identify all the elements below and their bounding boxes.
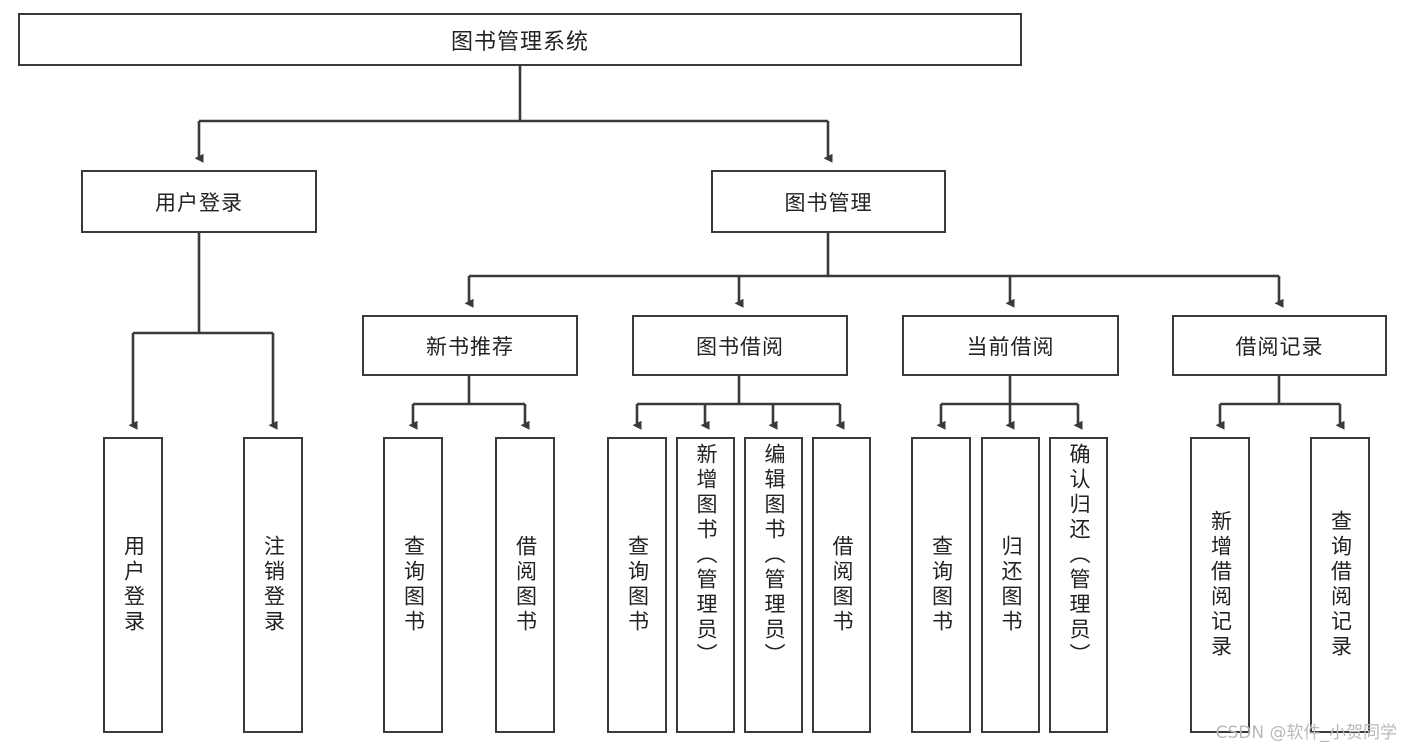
leaf-user-login[interactable]: 用户登录 bbox=[103, 437, 163, 733]
node-book-management[interactable]: 图书管理 bbox=[711, 170, 946, 233]
node-user-login[interactable]: 用户登录 bbox=[81, 170, 317, 233]
leaf-query-book-borrow[interactable]: 查询图书 bbox=[607, 437, 667, 733]
leaf-borrow-book[interactable]: 借阅图书 bbox=[812, 437, 871, 733]
node-current-borrow[interactable]: 当前借阅 bbox=[902, 315, 1119, 376]
leaf-query-book-recommend[interactable]: 查询图书 bbox=[383, 437, 443, 733]
leaf-confirm-return-admin[interactable]: 确认归还（管理员） bbox=[1049, 437, 1108, 733]
leaf-edit-book-admin[interactable]: 编辑图书（管理员） bbox=[744, 437, 803, 733]
leaf-borrow-book-recommend[interactable]: 借阅图书 bbox=[495, 437, 555, 733]
node-root-system[interactable]: 图书管理系统 bbox=[18, 13, 1022, 66]
leaf-logout[interactable]: 注销登录 bbox=[243, 437, 303, 733]
node-new-book-recommend[interactable]: 新书推荐 bbox=[362, 315, 578, 376]
leaf-query-book-current[interactable]: 查询图书 bbox=[911, 437, 971, 733]
leaf-return-book[interactable]: 归还图书 bbox=[981, 437, 1040, 733]
node-borrow-record[interactable]: 借阅记录 bbox=[1172, 315, 1387, 376]
node-book-borrow[interactable]: 图书借阅 bbox=[632, 315, 848, 376]
leaf-query-borrow-record[interactable]: 查询借阅记录 bbox=[1310, 437, 1370, 733]
leaf-add-borrow-record[interactable]: 新增借阅记录 bbox=[1190, 437, 1250, 733]
leaf-add-book-admin[interactable]: 新增图书（管理员） bbox=[676, 437, 735, 733]
